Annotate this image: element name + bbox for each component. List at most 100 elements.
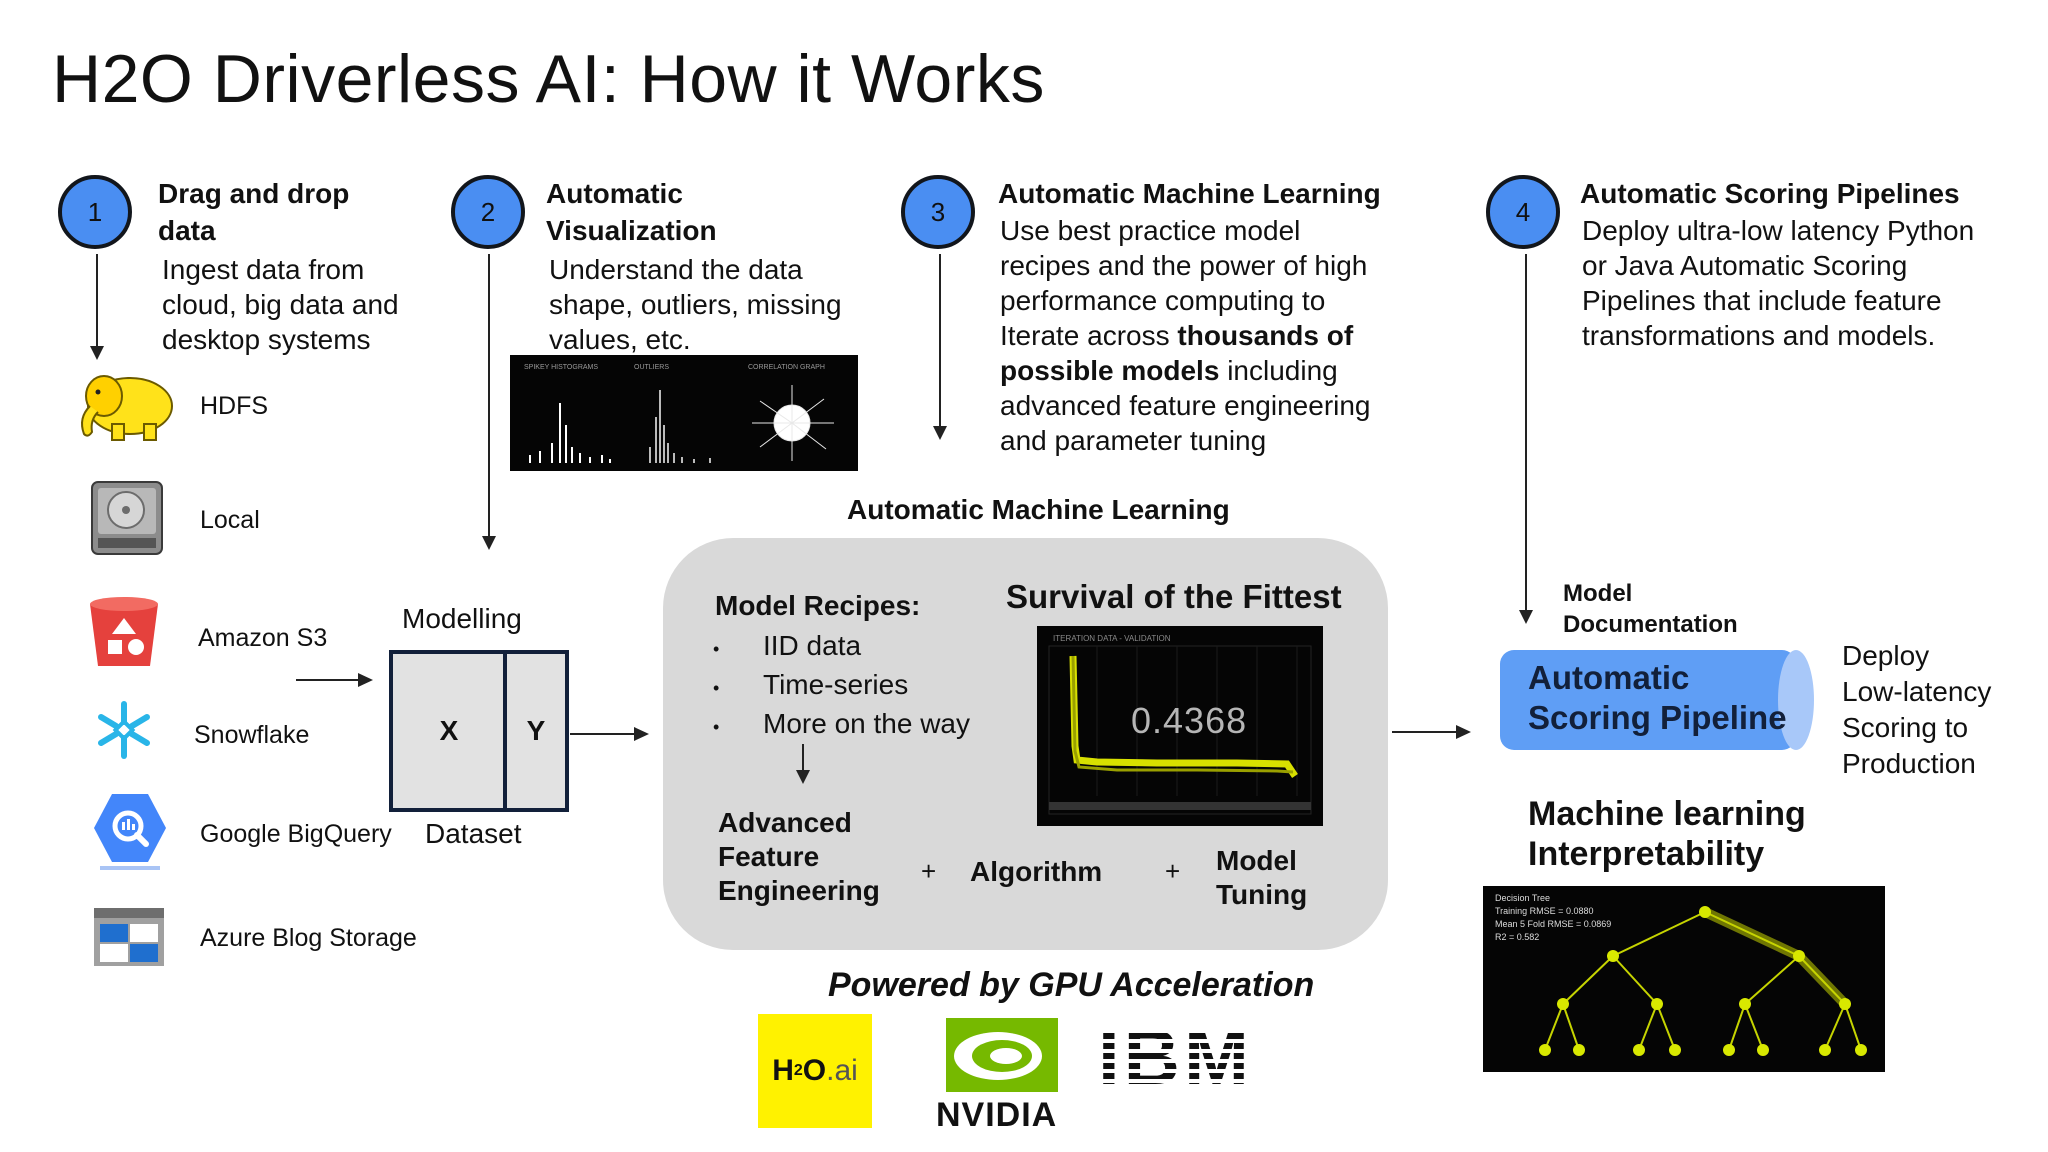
- visualization-graphs: SPIKEY HISTOGRAMS OUTLIERS CORRELATION G…: [524, 364, 834, 463]
- step-2-line: values, etc.: [549, 324, 691, 355]
- hard-drive-icon: [88, 478, 178, 558]
- fe-line: Advanced: [718, 807, 852, 838]
- recipes-connector: [802, 744, 804, 774]
- step-4-line: or Java Automatic Scoring: [1582, 250, 1908, 281]
- survival-chart: ITERATION DATA - VALIDATION 0.4368: [1037, 626, 1323, 826]
- ibm-logo: IBM: [1098, 1018, 1288, 1096]
- s3-bucket-icon: [84, 594, 174, 674]
- tree-stat: Mean 5 Fold RMSE = 0.0869: [1495, 919, 1612, 929]
- tree-stat: Training RMSE = 0.0880: [1495, 906, 1594, 916]
- deploy-line: Scoring to: [1842, 712, 1969, 743]
- step-3-line: possible models including: [1000, 355, 1338, 386]
- step-3-body: Use best practice model recipes and the …: [1000, 213, 1371, 458]
- plus-sign-1: +: [921, 856, 937, 886]
- survival-chart-plot: [1048, 645, 1312, 815]
- source-label-hdfs: HDFS: [200, 392, 269, 420]
- deploy-line: Production: [1842, 748, 1976, 779]
- step-3-line: advanced feature engineering: [1000, 390, 1371, 421]
- feature-engineering-label: Advanced Feature Engineering: [718, 806, 880, 908]
- nvidia-logo: NVIDIA: [936, 1014, 1086, 1134]
- ibm-stripes: [1098, 1029, 1288, 1083]
- model-tuning-label: Model Tuning: [1216, 844, 1307, 912]
- recipes-arrowhead: [796, 770, 810, 784]
- interp-line: Machine learning: [1528, 795, 1806, 833]
- survival-title: Survival of the Fittest: [1006, 578, 1342, 615]
- arrowhead-dataset-to-aml: [634, 727, 649, 741]
- step-1-body: Ingest data from cloud, big data and des…: [162, 252, 399, 357]
- arrow-aml-to-pipeline: [1392, 731, 1458, 733]
- step-4-line: Pipelines that include feature: [1582, 285, 1942, 316]
- viz-label-outliers: OUTLIERS: [634, 364, 669, 371]
- tuning-line: Tuning: [1216, 879, 1308, 910]
- fe-line: Feature: [718, 841, 820, 872]
- step-1-line: cloud, big data and: [162, 289, 399, 320]
- nvidia-eye-icon: [946, 1018, 1058, 1092]
- step-3-connector: [939, 254, 941, 430]
- source-label-local: Local: [200, 506, 260, 534]
- recipe-item: •More on the way: [713, 708, 970, 739]
- step-1-connector: [96, 254, 98, 354]
- step-2-body: Understand the data shape, outliers, mis…: [549, 252, 842, 357]
- azure-storage-icon: [92, 906, 182, 986]
- page-title: H2O Driverless AI: How it Works: [52, 41, 1045, 117]
- step-3-line: Use best practice model: [1000, 215, 1301, 246]
- model-recipes-title: Model Recipes:: [715, 590, 921, 621]
- arrowhead-sources-to-dataset: [358, 673, 373, 687]
- doc-line: Documentation: [1563, 611, 1738, 638]
- powered-by-label: Powered by GPU Acceleration: [828, 966, 1315, 1004]
- arrow-sources-to-dataset: [296, 679, 360, 681]
- pipeline-line: Scoring Pipeline: [1528, 699, 1787, 736]
- step-2-badge: 2: [451, 175, 525, 249]
- step-4-body: Deploy ultra-low latency Python or Java …: [1582, 213, 1974, 353]
- recipe-item: •IID data: [713, 630, 862, 661]
- model-recipes-list: •IID data •Time-series •More on the way: [713, 628, 970, 745]
- survival-score: 0.4368: [1131, 700, 1248, 741]
- source-label-azure-blob-storage: Azure Blog Storage: [200, 924, 417, 952]
- step-1-heading: Drag and drop data: [158, 178, 350, 246]
- source-label-snowflake: Snowflake: [194, 721, 310, 749]
- viz-label-histograms: SPIKEY HISTOGRAMS: [524, 364, 598, 371]
- step-3-heading: Automatic Machine Learning: [998, 178, 1381, 209]
- step-4-line: transformations and models.: [1582, 320, 1936, 351]
- tree-stat: R2 = 0.582: [1495, 932, 1540, 942]
- interp-line: Interpretability: [1528, 835, 1765, 873]
- step-4-connector: [1525, 254, 1527, 614]
- step-3-line: Iterate across thousands of: [1000, 320, 1354, 351]
- plus-sign-2: +: [1165, 856, 1181, 886]
- step-1-arrowhead: [90, 346, 104, 360]
- step-1-line: Ingest data from: [162, 254, 365, 285]
- snowflake-icon: [94, 700, 184, 780]
- deploy-line: Low-latency: [1842, 676, 1992, 707]
- step-2-line: Understand the data: [549, 254, 803, 285]
- algorithm-label: Algorithm: [970, 856, 1103, 887]
- arrowhead-aml-to-pipeline: [1456, 725, 1471, 739]
- step-3-line: and parameter tuning: [1000, 425, 1267, 456]
- step-4-heading: Automatic Scoring Pipelines: [1580, 178, 1960, 209]
- step-1-line: desktop systems: [162, 324, 371, 355]
- decision-tree-stats: Decision Tree Training RMSE = 0.0880 Mea…: [1495, 892, 1611, 944]
- interpretability-title: Machine learning Interpretability: [1528, 794, 1806, 874]
- step-4-line: Deploy ultra-low latency Python: [1582, 215, 1975, 246]
- step-4-badge: 4: [1486, 175, 1560, 249]
- correlation-burst: [752, 385, 834, 461]
- elephant-icon: [72, 362, 173, 442]
- tuning-line: Model: [1216, 845, 1297, 876]
- scoring-pipeline-cylinder: Automatic Scoring Pipeline: [1494, 648, 1816, 752]
- step-2-heading: Automatic Visualization: [546, 178, 717, 246]
- dataset-caption: Dataset: [425, 818, 522, 849]
- dataset-x-block: X: [389, 650, 509, 812]
- step-2-line: shape, outliers, missing: [549, 289, 842, 320]
- survival-chart-header: ITERATION DATA - VALIDATION: [1053, 634, 1171, 643]
- histogram-spikes: [529, 403, 611, 463]
- deploy-line: Deploy: [1842, 640, 1930, 671]
- bigquery-icon: [88, 788, 178, 870]
- decision-tree-panel: Decision Tree Training RMSE = 0.0880 Mea…: [1483, 886, 1885, 1072]
- fe-line: Engineering: [718, 875, 880, 906]
- model-documentation-label: Model Documentation: [1563, 578, 1738, 640]
- aml-section-title: Automatic Machine Learning: [847, 494, 1230, 525]
- pipeline-line: Automatic: [1528, 659, 1690, 696]
- modelling-label: Modelling: [402, 603, 522, 634]
- nvidia-wordmark: NVIDIA: [936, 1096, 1058, 1134]
- step-1-badge: 1: [58, 175, 132, 249]
- step-3-arrowhead: [933, 426, 947, 440]
